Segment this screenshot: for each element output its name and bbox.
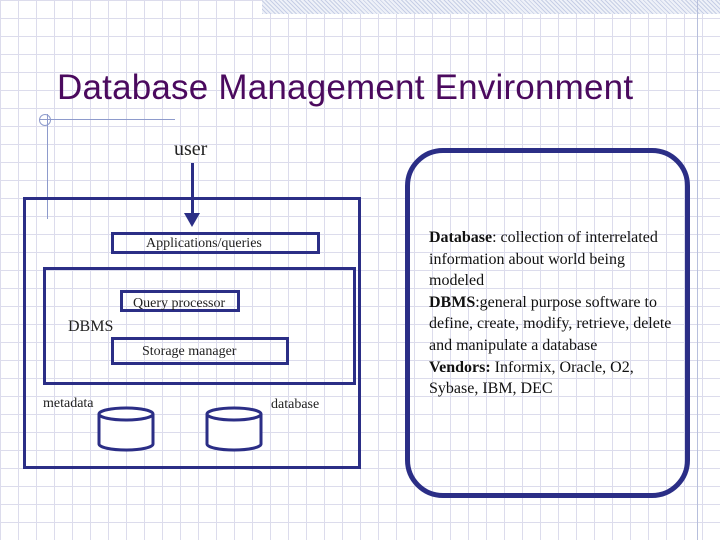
database-label: database [271,397,320,412]
user-arrow-head [184,213,200,227]
title-underline [40,119,175,120]
vendors-list: Informix, Oracle, O2, Sybase, IBM, DEC [429,358,634,398]
user-label: user [174,138,208,160]
dbms-box [43,267,356,385]
metadata-label: metadata [43,396,94,411]
definitions-text: Database: collection of interrelated inf… [429,227,681,400]
applications-queries-box [111,232,320,254]
database-cylinder-icon [205,406,263,452]
query-processor-box [120,290,240,312]
vendors-definition: Vendors: Informix, Oracle, O2, Sybase, I… [429,357,681,400]
user-arrow-shaft [191,163,194,215]
database-definition: Database: collection of interrelated inf… [429,227,681,292]
dbms-label: DBMS [68,318,114,335]
storage-manager-label: Storage manager [142,344,237,359]
applications-queries-label: Applications/queries [146,236,262,251]
slide-title: Database Management Environment [57,68,634,107]
dbms-term: DBMS [429,293,476,311]
dbms-definition: DBMS:general purpose software to define,… [429,292,681,357]
definitions-box [405,148,690,498]
metadata-cylinder-icon [97,406,155,452]
database-definition-text: : collection of interrelated information… [429,229,658,290]
right-guide-line [697,0,698,540]
database-term: Database [429,229,493,246]
environment-outer-box [23,197,361,469]
storage-manager-box [111,337,289,365]
vendors-term: Vendors: [429,358,491,376]
query-processor-label: Query processor [133,296,226,311]
header-hatch-band [262,0,720,14]
dbms-definition-text: :general purpose software to define, cre… [429,293,672,354]
guide-circle [39,114,51,126]
left-guide-line [47,114,48,219]
